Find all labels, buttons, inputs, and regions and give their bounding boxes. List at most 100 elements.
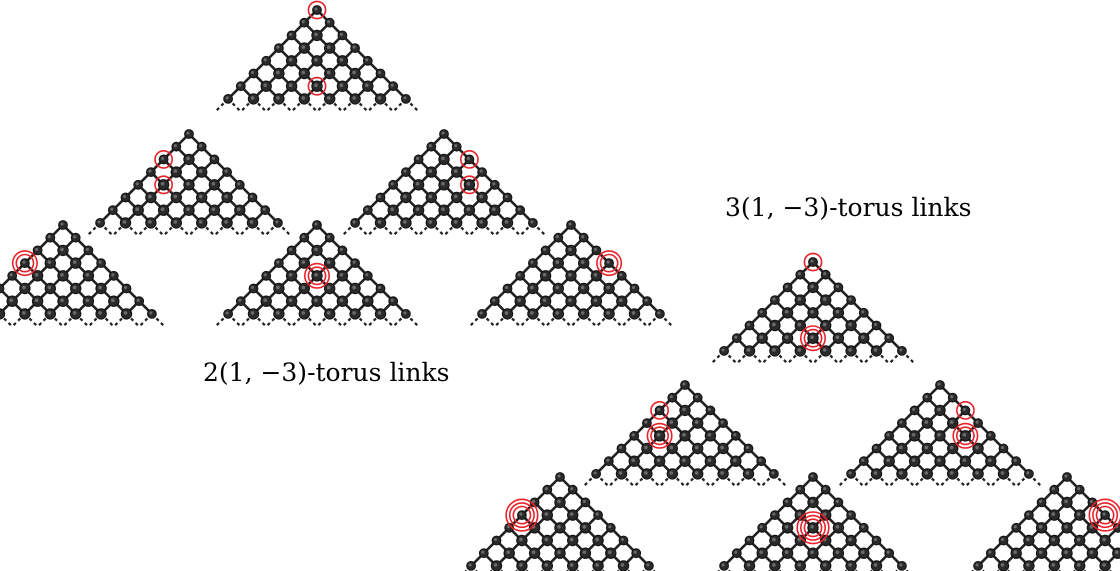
lattice-node-shading <box>441 181 445 186</box>
lattice-triangle-middle-right <box>341 129 547 237</box>
lattice-node-shading <box>784 335 789 340</box>
lattice-node-shading <box>504 311 509 315</box>
lattice-node-shading <box>772 322 776 327</box>
lattice-node-shading <box>797 537 802 542</box>
lattice-node-shading <box>695 395 699 399</box>
lattice-node-shading <box>493 537 498 542</box>
lattice-node-shading <box>797 272 801 276</box>
lattice-node-shading <box>530 220 534 224</box>
lattice-node-shading <box>555 285 560 290</box>
lattice-node-shading <box>694 471 699 475</box>
lattice-node-shading <box>557 474 561 478</box>
lattice-node-shading <box>797 348 802 352</box>
lattice-node-shading <box>339 272 344 277</box>
lattice-node-shading <box>504 285 509 290</box>
red-ring-marker <box>303 262 330 289</box>
lattice-node-shading <box>912 407 916 411</box>
lattice-node-shading <box>618 298 623 303</box>
group-3-1-3-torus-links <box>464 252 1120 571</box>
lattice-node-shading <box>975 563 979 567</box>
lattice-node-shading <box>479 220 483 224</box>
lattice-triangle-middle-left <box>582 380 788 488</box>
lattice-node-shading <box>580 311 585 315</box>
lattice-node-shading <box>276 96 280 100</box>
lattice-node-shading <box>377 96 382 100</box>
lattice-node-shading <box>72 285 77 290</box>
lattice-node-shading <box>656 432 661 437</box>
lattice-node-shading <box>249 220 254 224</box>
lattice-node-shading <box>975 445 979 450</box>
lattice-node-shading <box>276 285 280 290</box>
lattice-node-shading <box>822 348 827 352</box>
lattice-node-shading <box>580 260 585 264</box>
lattice-node-shading <box>1089 524 1094 529</box>
lattice-node-shading <box>835 284 839 288</box>
lattice-node-shading <box>772 563 776 567</box>
lattice-node-shading <box>288 298 293 303</box>
lattice-node-shading <box>746 322 751 327</box>
lattice-node-shading <box>557 524 561 529</box>
lattice-node-shading <box>224 220 228 224</box>
lattice-node-shading <box>339 57 344 62</box>
lattice-node-shading <box>785 284 789 288</box>
lattice-node-shading <box>860 335 865 340</box>
red-ring-marker <box>1092 502 1119 529</box>
lattice-node-shading <box>441 131 445 135</box>
red-ring-marker <box>650 426 670 446</box>
lattice-node-shading <box>543 247 547 251</box>
lattice-node-shading <box>22 311 26 315</box>
lattice-node-shading <box>504 194 509 199</box>
lattice-node-shading <box>1000 445 1005 450</box>
lattice-node-shading <box>937 432 941 437</box>
lattice-node-shading <box>835 499 839 503</box>
lattice-node-shading <box>1064 524 1068 529</box>
lattice-node-shading <box>720 420 724 424</box>
lattice-node-shading <box>557 499 561 504</box>
lattice-node-shading <box>517 273 521 277</box>
lattice-node-shading <box>352 96 356 100</box>
lattice-node-shading <box>746 563 751 567</box>
lattice-node-shading <box>746 537 751 542</box>
lattice-node-shading <box>288 272 293 277</box>
lattice-node-shading <box>275 220 279 224</box>
lattice-node-shading <box>403 169 407 173</box>
lattice-node-shading <box>669 445 674 450</box>
lattice-node-shading <box>1076 537 1081 542</box>
lattice-triangle-bottom-center <box>717 472 909 571</box>
red-ring-marker <box>650 400 670 420</box>
lattice-node-shading <box>707 407 711 411</box>
lattice-node-shading <box>848 348 852 352</box>
lattice-node-shading <box>873 537 878 542</box>
lattice-node-shading <box>288 83 293 88</box>
caption-3-1-3-torus-links: 3(1, −3)-torus links <box>725 193 972 222</box>
lattice-node-shading <box>249 194 254 199</box>
lattice-node-shading <box>250 70 255 75</box>
lattice-node-shading <box>415 207 420 212</box>
lattice-node-shading <box>657 311 661 315</box>
lattice-node-shading <box>9 298 14 303</box>
lattice-node-shading <box>225 311 229 315</box>
lattice-node-shading <box>136 298 140 302</box>
lattice-node-shading <box>493 563 498 567</box>
lattice-node-shading <box>148 169 152 173</box>
lattice-node-shading <box>276 70 280 75</box>
lattice-node-shading <box>631 433 635 437</box>
lattice-node-shading <box>593 298 598 303</box>
lattice-node-shading <box>122 220 127 224</box>
red-ring-marker <box>307 266 327 286</box>
lattice-node-shading <box>962 407 966 411</box>
lattice-node-shading <box>962 432 967 437</box>
lattice-node-shading <box>1051 563 1056 567</box>
lattice-node-shading <box>810 524 814 529</box>
lattice-node-shading <box>861 525 865 529</box>
lattice-node-shading <box>886 433 890 437</box>
lattice-node-shading <box>835 335 840 340</box>
lattice-node-shading <box>34 298 39 303</box>
lattice-node-shading <box>135 182 139 186</box>
lattice-node-shading <box>492 298 496 302</box>
lattice-node-shading <box>47 285 52 290</box>
lattice-node-shading <box>211 181 216 186</box>
lattice-node-shading <box>568 298 572 303</box>
lattice-node-shading <box>1039 499 1043 503</box>
lattice-node-shading <box>1000 537 1005 542</box>
